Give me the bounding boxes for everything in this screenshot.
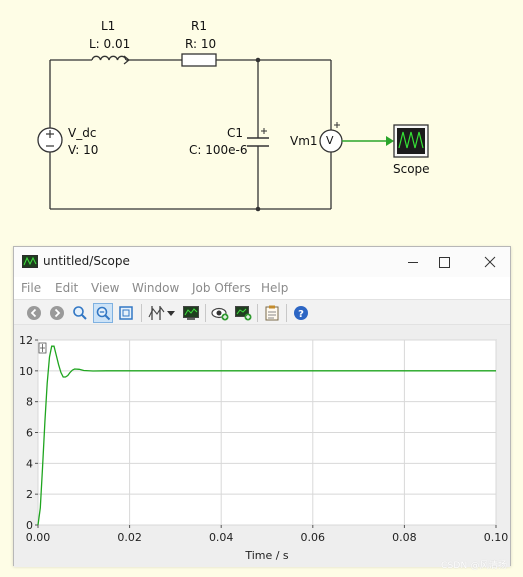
junction-dot: [255, 206, 261, 212]
y-tick-label: 2: [26, 488, 33, 501]
x-axis-label: Time / s: [244, 549, 289, 562]
scope-block[interactable]: [393, 124, 429, 158]
source-param: V: 10: [68, 143, 99, 157]
y-tick-label: 6: [26, 427, 33, 440]
scope-block-label: Scope: [393, 162, 430, 176]
dc-source-symbol[interactable]: [37, 127, 63, 153]
export-icon: [235, 306, 252, 321]
junction-dot: [255, 57, 261, 63]
resistor-name: R1: [191, 19, 207, 33]
menu-edit[interactable]: Edit: [55, 281, 79, 295]
display-button[interactable]: [181, 303, 201, 323]
x-tick-label: 0.06: [301, 531, 326, 544]
forward-icon: [50, 306, 64, 320]
voltage-trace: [37, 345, 496, 526]
capacitor-param: C: 100e-6: [189, 143, 248, 157]
inductor-param: L: 0.01: [89, 37, 131, 51]
minimize-icon: [408, 262, 418, 263]
scope-icon: [22, 255, 38, 268]
signal-line: [342, 136, 394, 146]
capacitor-name: C1: [227, 126, 244, 140]
export-button[interactable]: [233, 303, 253, 323]
cursor-button[interactable]: [146, 303, 166, 323]
scope-plot[interactable]: 0 2 4 6 8 10 12 0.00 0.02 0.04 0.06 0.08 0.10 Time …: [14, 325, 510, 567]
voltmeter-symbol[interactable]: [319, 122, 343, 153]
close-icon: [484, 256, 496, 268]
menu-file[interactable]: File: [21, 281, 42, 295]
view-button[interactable]: [210, 303, 230, 323]
maximize-button[interactable]: [429, 251, 459, 273]
svg-text:?: ?: [298, 309, 304, 320]
window-title: untitled/Scope: [43, 254, 130, 268]
cursor-marker-icon[interactable]: [38, 342, 47, 354]
zoom-icon: [73, 306, 87, 320]
zoom-button[interactable]: [70, 303, 90, 323]
y-tick-label: 8: [26, 396, 33, 409]
menu-bar: File Edit View Window Job Offers Help: [14, 277, 510, 299]
y-tick-label: 4: [26, 457, 33, 470]
plot-area[interactable]: 0 2 4 6 8 10 12 0.00 0.02 0.04 0.06 0.08 0.10 Time …: [14, 325, 510, 567]
toolbar-separator: [205, 304, 206, 322]
x-tick-label: 0.08: [392, 531, 417, 544]
display-icon: [183, 306, 199, 320]
toolbar: ?: [14, 299, 510, 325]
settings-icon: [265, 305, 279, 321]
toolbar-separator: [141, 304, 142, 322]
forward-button[interactable]: [47, 303, 67, 323]
zoom-out-icon: [96, 306, 111, 321]
scope-window[interactable]: untitled/Scope File Edit View Window Job…: [13, 246, 511, 567]
menu-view[interactable]: View: [91, 281, 120, 295]
cursor-dropdown[interactable]: [165, 303, 177, 323]
title-bar[interactable]: untitled/Scope: [14, 247, 510, 277]
zoom-out-button[interactable]: [93, 303, 113, 323]
zoom-fit-icon: [119, 306, 133, 320]
y-tick-label: 12: [19, 334, 33, 347]
back-icon: [27, 306, 41, 320]
maximize-icon: [439, 257, 450, 268]
help-icon: ?: [294, 306, 308, 320]
resistor-symbol[interactable]: [181, 53, 217, 67]
voltmeter-symbol-label: V: [326, 134, 334, 147]
dropdown-icon: [167, 311, 175, 316]
x-tick-label: 0.10: [484, 531, 509, 544]
source-name: V_dc: [68, 126, 97, 140]
y-tick-label: 0: [26, 519, 33, 532]
cursor-icon: [148, 306, 165, 320]
toolbar-separator: [257, 304, 258, 322]
watermark: CSDN @风清扬: [441, 561, 508, 571]
menu-window[interactable]: Window: [132, 281, 180, 295]
x-tick-label: 0.00: [26, 531, 51, 544]
toolbar-separator: [286, 304, 287, 322]
inductor-symbol[interactable]: [91, 55, 127, 61]
resistor-param: R: 10: [185, 37, 217, 51]
help-button[interactable]: ?: [291, 303, 311, 323]
back-button[interactable]: [24, 303, 44, 323]
settings-button[interactable]: [262, 303, 282, 323]
zoom-fit-button[interactable]: [116, 303, 136, 323]
y-tick-label: 10: [19, 365, 33, 378]
menu-help[interactable]: Help: [261, 281, 289, 295]
voltmeter-name: Vm1: [290, 134, 318, 148]
close-button[interactable]: [475, 251, 505, 273]
x-tick-label: 0.04: [209, 531, 234, 544]
x-tick-label: 0.02: [117, 531, 142, 544]
inductor-name: L1: [101, 19, 116, 33]
capacitor-symbol[interactable]: [247, 128, 269, 147]
circuit-diagram: [37, 53, 429, 212]
menu-job-offers[interactable]: Job Offers: [192, 281, 251, 295]
minimize-button[interactable]: [398, 251, 428, 273]
view-icon: [211, 307, 229, 321]
